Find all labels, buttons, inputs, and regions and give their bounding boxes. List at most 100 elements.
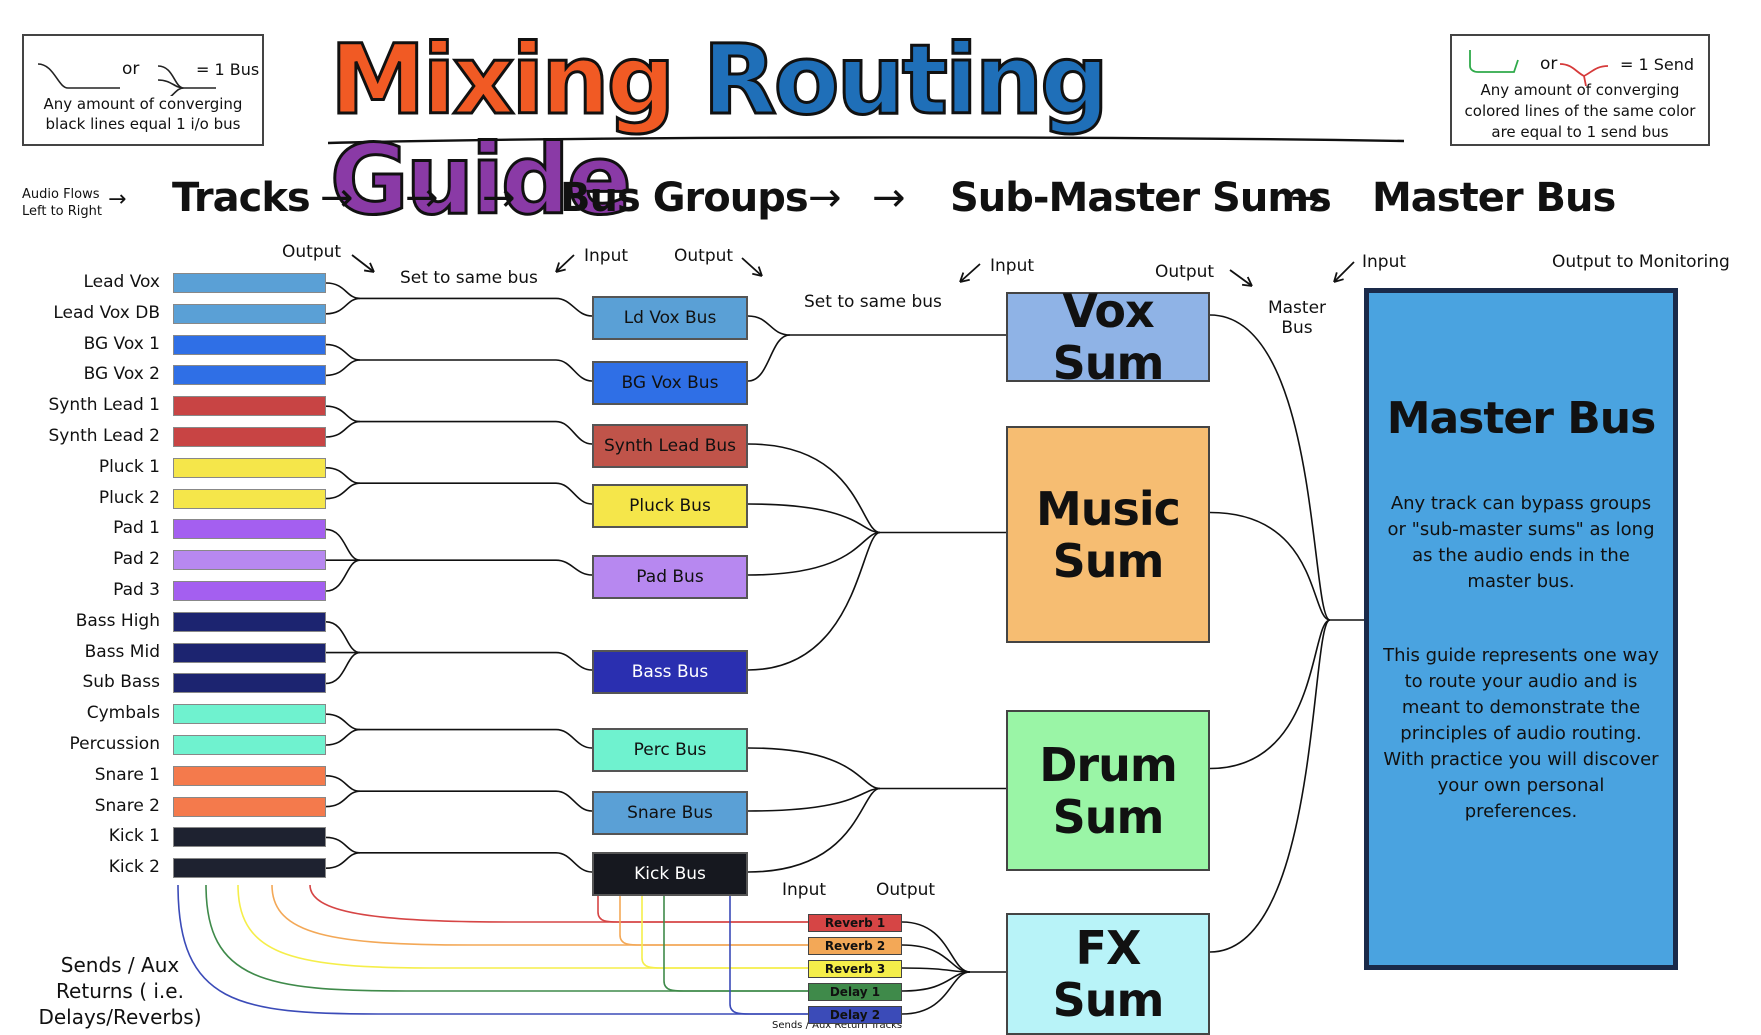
- track-bar[interactable]: [173, 827, 326, 848]
- annotation-input-1: Input: [584, 246, 629, 266]
- sum-label: FX Sum: [1052, 921, 1165, 1027]
- sum-label: Vox Sum: [1052, 284, 1165, 390]
- title-word-routing: Routing: [701, 24, 1110, 136]
- track-to-bus-wire: [325, 528, 361, 561]
- track-to-bus-wire: [325, 651, 361, 685]
- sum-box[interactable]: FX Sum: [1006, 913, 1210, 1035]
- flow-arrow-1: →: [320, 175, 354, 221]
- track-bar[interactable]: [173, 365, 326, 386]
- send-to-fx-wire: [901, 944, 971, 973]
- track-label: Snare 2: [94, 795, 160, 816]
- track-bar[interactable]: [173, 642, 326, 663]
- track-to-bus-wire: [325, 467, 361, 484]
- track-to-bus-wire: [325, 420, 361, 438]
- track-label: BG Vox 2: [83, 364, 160, 385]
- annotation-arrow: [1333, 261, 1355, 283]
- bus-to-sum-wire: [747, 531, 881, 671]
- sum-label: Music Sum: [1036, 481, 1181, 588]
- track-to-bus-wire: [360, 790, 593, 812]
- sum-to-master-wire: [1209, 511, 1331, 621]
- annotation-master-bus: Master Bus: [1267, 298, 1327, 338]
- annotation-arrow: [741, 257, 763, 277]
- send-box[interactable]: Reverb 3: [808, 960, 902, 978]
- flow-bus-groups: Bus Groups: [560, 175, 809, 221]
- track-label: Pad 2: [113, 549, 160, 570]
- annotation-sends-label: Sends / Aux Returns ( i.e. Delays/Reverb…: [38, 953, 202, 1029]
- track-to-bus-wire: [360, 852, 593, 873]
- annotation-input-2: Input: [990, 256, 1035, 276]
- legend-bus-equals: = 1 Bus: [196, 60, 260, 79]
- track-to-bus-wire: [325, 559, 361, 592]
- track-label: BG Vox 1: [83, 333, 160, 354]
- track-to-bus-wire: [325, 836, 361, 854]
- bus-box[interactable]: Pluck Bus: [592, 484, 748, 528]
- track-bar[interactable]: [173, 704, 326, 725]
- track-bar[interactable]: [173, 427, 326, 447]
- send-wire: [729, 892, 808, 1015]
- bus-to-sum-wire: [747, 747, 881, 790]
- send-to-fx-wire: [901, 971, 971, 992]
- track-bar[interactable]: [173, 273, 326, 293]
- track-bar[interactable]: [173, 765, 326, 786]
- sum-box[interactable]: Vox Sum: [1006, 285, 1210, 389]
- send-wire: [177, 884, 808, 1015]
- legend-bus-or: or: [122, 59, 140, 79]
- track-bar[interactable]: [173, 673, 326, 694]
- flow-arrow-3: →: [482, 175, 516, 221]
- track-bar[interactable]: [173, 519, 326, 540]
- annotation-sends-input: Input: [782, 880, 827, 900]
- bus-box[interactable]: BG Vox Bus: [592, 361, 748, 405]
- sum-box[interactable]: Drum Sum: [1006, 710, 1210, 871]
- bus-box[interactable]: Kick Bus: [592, 852, 748, 896]
- bus-to-sum-wire: [747, 334, 791, 382]
- track-to-bus-wire: [325, 405, 361, 423]
- send-box[interactable]: Reverb 2: [808, 937, 902, 955]
- track-label: Pad 3: [113, 580, 160, 600]
- track-bar[interactable]: [173, 550, 326, 571]
- bus-box[interactable]: Pad Bus: [592, 555, 748, 599]
- send-box[interactable]: Delay 2: [808, 1006, 902, 1024]
- track-to-bus-wire: [325, 482, 361, 500]
- sum-to-master-wire: [1209, 314, 1331, 621]
- annotation-sends-output: Output: [876, 880, 936, 900]
- send-wire: [205, 884, 808, 992]
- track-bar[interactable]: [173, 303, 326, 324]
- send-box[interactable]: Reverb 1: [808, 914, 902, 932]
- track-label: Synth Lead 2: [48, 426, 160, 446]
- annotation-arrow: [1333, 272, 1344, 283]
- track-to-bus-wire: [325, 852, 361, 869]
- track-label: Percussion: [69, 734, 160, 754]
- sum-to-master-wire: [1209, 619, 1331, 770]
- track-label: Cymbals: [86, 703, 160, 724]
- flow-sub-master: Sub-Master Sums: [950, 175, 1332, 221]
- track-bar[interactable]: [173, 457, 326, 478]
- send-box[interactable]: Delay 1: [808, 983, 902, 1001]
- track-bar[interactable]: [173, 611, 326, 632]
- track-label: Pluck 2: [98, 487, 160, 508]
- track-label: Bass Mid: [84, 641, 160, 662]
- bus-to-sum-wire: [747, 443, 881, 534]
- flow-arrow-0: →: [108, 187, 127, 212]
- track-bar[interactable]: [173, 858, 326, 879]
- track-bar[interactable]: [173, 581, 326, 601]
- master-bus-panel: Master Bus Any track can bypass groups o…: [1364, 288, 1678, 970]
- annotation-arrow: [1241, 276, 1253, 287]
- track-bar[interactable]: [173, 735, 326, 755]
- sum-box[interactable]: Music Sum: [1006, 426, 1210, 643]
- track-bar[interactable]: [173, 488, 326, 509]
- bus-box[interactable]: Synth Lead Bus: [592, 424, 748, 468]
- track-bar[interactable]: [173, 796, 326, 817]
- bus-box[interactable]: Snare Bus: [592, 791, 748, 835]
- bus-box[interactable]: Ld Vox Bus: [592, 296, 748, 340]
- track-label: Pad 1: [113, 518, 160, 539]
- track-bar[interactable]: [173, 334, 326, 355]
- title-word-guide: Guide: [329, 124, 634, 236]
- track-label: Bass High: [75, 610, 160, 631]
- bus-box[interactable]: Perc Bus: [592, 728, 748, 772]
- legend-send-equals: = 1 Send: [1620, 55, 1695, 74]
- track-to-bus-wire: [360, 297, 593, 317]
- legend-send-desc: Any amount of converging colored lines o…: [1464, 81, 1696, 141]
- bus-box[interactable]: Bass Bus: [592, 650, 748, 694]
- send-to-fx-wire: [901, 967, 971, 973]
- track-bar[interactable]: [173, 396, 326, 417]
